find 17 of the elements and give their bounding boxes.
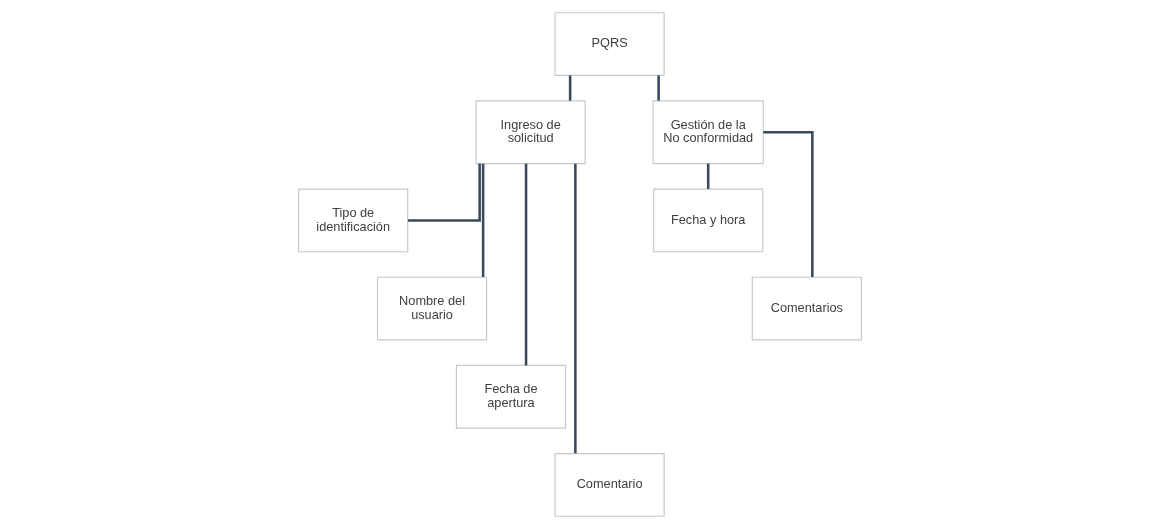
connector <box>481 163 484 278</box>
connector <box>407 163 481 222</box>
connector <box>706 163 709 189</box>
connector <box>762 130 814 278</box>
node-box: Tipo de identificación <box>297 188 408 253</box>
node-box: Fecha y hora <box>652 188 763 253</box>
connector <box>568 75 571 101</box>
node-box: Ingreso de solicitud <box>475 100 586 165</box>
connector <box>656 75 660 101</box>
node-box: Gestión de la No conformidad <box>652 100 764 165</box>
node-box: Comentarios <box>751 276 862 341</box>
connector <box>573 163 577 454</box>
node-box: Comentario <box>553 453 665 517</box>
connector <box>524 163 527 366</box>
node-box: Nombre del usuario <box>376 276 487 341</box>
node-box: Fecha de apertura <box>455 364 566 429</box>
node-box: PQRS <box>553 12 665 76</box>
